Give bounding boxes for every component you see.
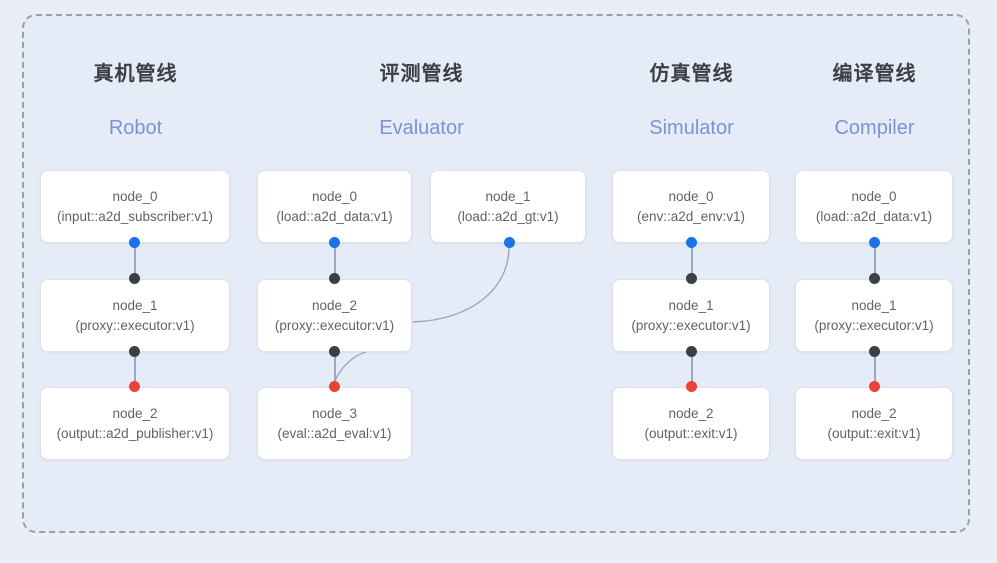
- port-output-simulator-1[interactable]: [686, 346, 697, 357]
- node-type: (proxy::executor:v1): [274, 317, 395, 333]
- edge-evaluator-0-2: [334, 241, 336, 281]
- node-type: (eval::a2d_eval:v1): [277, 425, 392, 441]
- edge-simulator-1-2: [691, 348, 693, 390]
- port-output-evaluator-0[interactable]: [329, 237, 340, 248]
- edge-compiler-1-2: [874, 348, 876, 390]
- port-input-simulator-2[interactable]: [686, 381, 697, 392]
- port-output-simulator-0[interactable]: [686, 237, 697, 248]
- port-output-robot-1[interactable]: [129, 346, 140, 357]
- port-input-robot-1[interactable]: [129, 273, 140, 284]
- node-simulator-1[interactable]: node_1 (proxy::executor:v1): [612, 279, 770, 352]
- node-type: (load::a2d_data:v1): [815, 208, 933, 224]
- port-output-compiler-0[interactable]: [869, 237, 880, 248]
- port-output-evaluator-2[interactable]: [329, 346, 340, 357]
- node-name: node_1: [112, 297, 158, 313]
- node-name: node_2: [668, 405, 714, 421]
- edge-robot-1-2: [134, 348, 136, 390]
- port-input-evaluator-2[interactable]: [329, 273, 340, 284]
- node-name: node_2: [112, 405, 158, 421]
- node-name: node_1: [668, 297, 714, 313]
- node-type: (load::a2d_data:v1): [276, 208, 393, 224]
- port-input-robot-2[interactable]: [129, 381, 140, 392]
- edge-compiler-0-1: [874, 241, 876, 281]
- node-compiler-1[interactable]: node_1 (proxy::executor:v1): [795, 279, 953, 352]
- port-output-evaluator-1[interactable]: [504, 237, 515, 248]
- node-type: (proxy::executor:v1): [814, 317, 934, 333]
- node-name: node_0: [311, 188, 358, 204]
- node-name: node_0: [112, 188, 158, 204]
- node-type: (input::a2d_subscriber:v1): [56, 208, 214, 224]
- node-robot-0[interactable]: node_0 (input::a2d_subscriber:v1): [40, 170, 230, 243]
- node-type: (proxy::executor:v1): [75, 317, 195, 333]
- node-type: (output::exit:v1): [827, 425, 921, 441]
- port-output-robot-0[interactable]: [129, 237, 140, 248]
- port-input-compiler-2[interactable]: [869, 381, 880, 392]
- node-name: node_1: [485, 188, 531, 204]
- node-robot-2[interactable]: node_2 (output::a2d_publisher:v1): [40, 387, 230, 460]
- edge-robot-0-1: [134, 241, 136, 281]
- node-evaluator-0[interactable]: node_0 (load::a2d_data:v1): [257, 170, 412, 243]
- port-input-simulator-1[interactable]: [686, 273, 697, 284]
- node-evaluator-3[interactable]: node_3 (eval::a2d_eval:v1): [257, 387, 412, 460]
- node-name: node_2: [311, 297, 358, 313]
- node-name: node_2: [851, 405, 897, 421]
- node-type: (load::a2d_gt:v1): [457, 208, 559, 224]
- port-input-evaluator-3[interactable]: [329, 381, 340, 392]
- node-robot-1[interactable]: node_1 (proxy::executor:v1): [40, 279, 230, 352]
- node-compiler-2[interactable]: node_2 (output::exit:v1): [795, 387, 953, 460]
- node-type: (output::exit:v1): [644, 425, 738, 441]
- node-name: node_0: [668, 188, 714, 204]
- node-name: node_3: [311, 405, 358, 421]
- port-input-compiler-1[interactable]: [869, 273, 880, 284]
- node-type: (output::a2d_publisher:v1): [56, 425, 214, 441]
- node-evaluator-2[interactable]: node_2 (proxy::executor:v1): [257, 279, 412, 352]
- node-compiler-0[interactable]: node_0 (load::a2d_data:v1): [795, 170, 953, 243]
- node-type: (env::a2d_env:v1): [636, 208, 746, 224]
- port-output-compiler-1[interactable]: [869, 346, 880, 357]
- node-type: (proxy::executor:v1): [631, 317, 751, 333]
- edge-simulator-0-1: [691, 241, 693, 281]
- node-simulator-2[interactable]: node_2 (output::exit:v1): [612, 387, 770, 460]
- node-evaluator-1[interactable]: node_1 (load::a2d_gt:v1): [430, 170, 586, 243]
- node-name: node_0: [851, 188, 897, 204]
- node-name: node_1: [851, 297, 897, 313]
- node-simulator-0[interactable]: node_0 (env::a2d_env:v1): [612, 170, 770, 243]
